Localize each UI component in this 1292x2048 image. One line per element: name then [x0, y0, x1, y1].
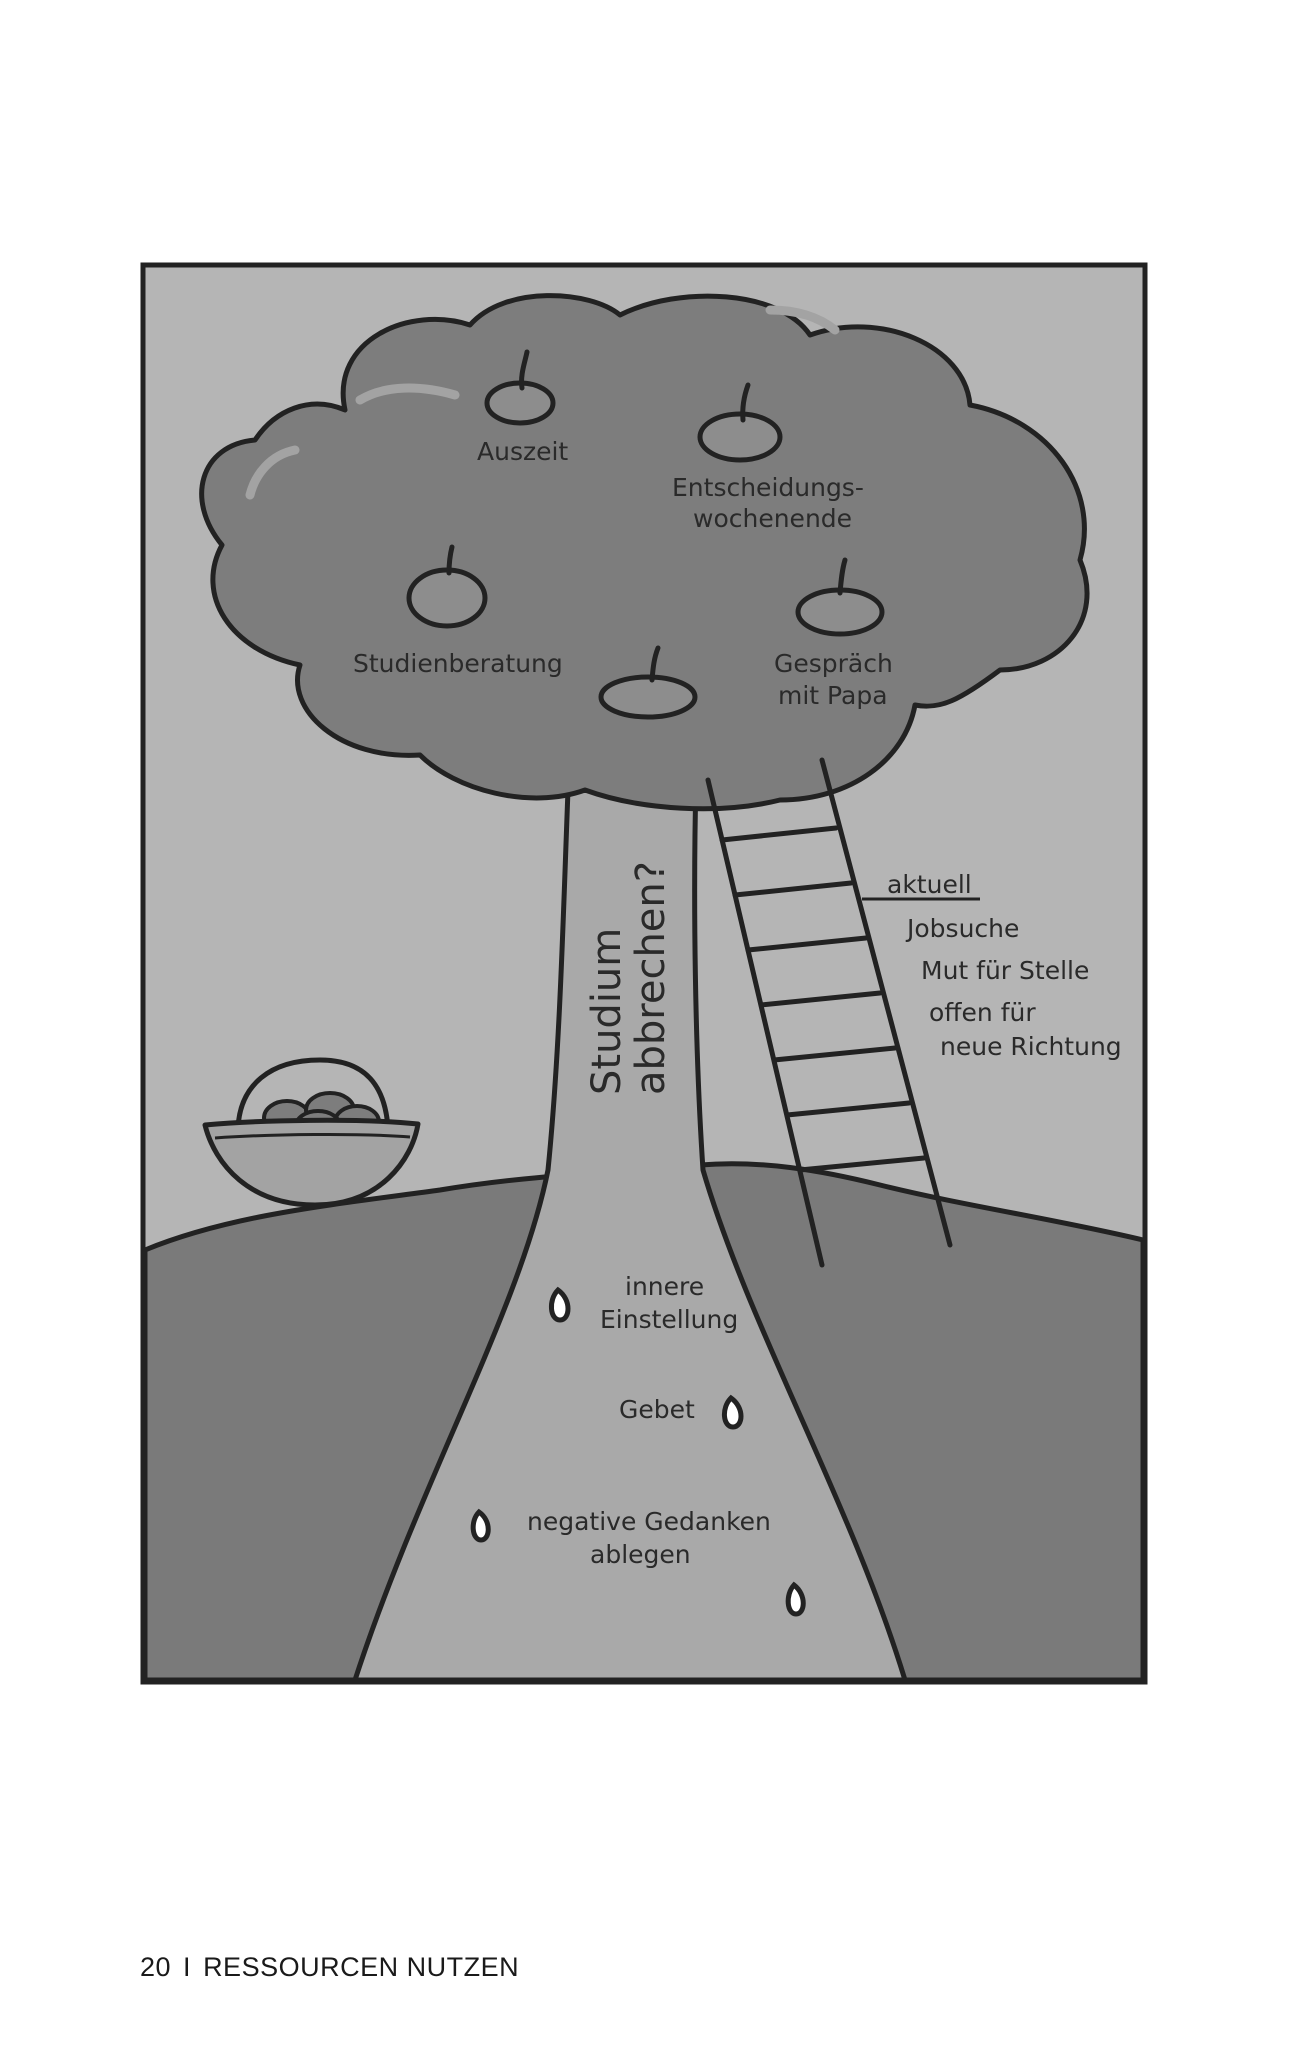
ladder-heading: aktuell [887, 870, 972, 899]
page-number: 20 [140, 1952, 172, 1982]
seed-icon [470, 1508, 491, 1543]
seed-icon [722, 1394, 744, 1430]
apple-icon [484, 349, 556, 426]
root-label: negative Gedanken ablegen [527, 1507, 779, 1569]
apple-icon [598, 645, 698, 720]
trunk-label: Studium abbrechen? [584, 861, 674, 1095]
section-title: RESSOURCEN NUTZEN [203, 1952, 520, 1982]
apple-icon [406, 544, 488, 629]
ladder [705, 757, 953, 1268]
apple-label: Auszeit [477, 437, 568, 466]
crown-highlight [765, 305, 840, 335]
svg-text:Studium: Studium [584, 928, 630, 1095]
footer-separator: I [183, 1952, 192, 1982]
root-label: innere Einstellung [600, 1272, 738, 1334]
apple-icon [697, 382, 783, 463]
ladder-note: neue Richtung [940, 1032, 1122, 1061]
seed-icon [549, 1286, 571, 1323]
apple-label: Entscheidungs- wochenende [672, 473, 872, 533]
apple-label: Gespräch mit Papa [774, 649, 901, 710]
apple-icon [795, 557, 885, 637]
root-label: Gebet [619, 1395, 695, 1424]
crown-highlight [355, 383, 460, 405]
basket-icon [202, 1057, 421, 1208]
ladder-note: offen für [929, 998, 1036, 1027]
apple-label: Studienberatung [353, 649, 563, 678]
tree-trunk [352, 777, 908, 1683]
seed-icon [785, 1581, 806, 1617]
ladder-note: Mut für Stelle [921, 956, 1089, 985]
page-footer: 20 I RESSOURCEN NUTZEN [140, 1952, 519, 1983]
svg-text:abbrechen?: abbrechen? [628, 861, 674, 1095]
tree-crown [199, 293, 1090, 812]
crown-highlight [245, 445, 300, 500]
ladder-note: Jobsuche [905, 914, 1019, 943]
